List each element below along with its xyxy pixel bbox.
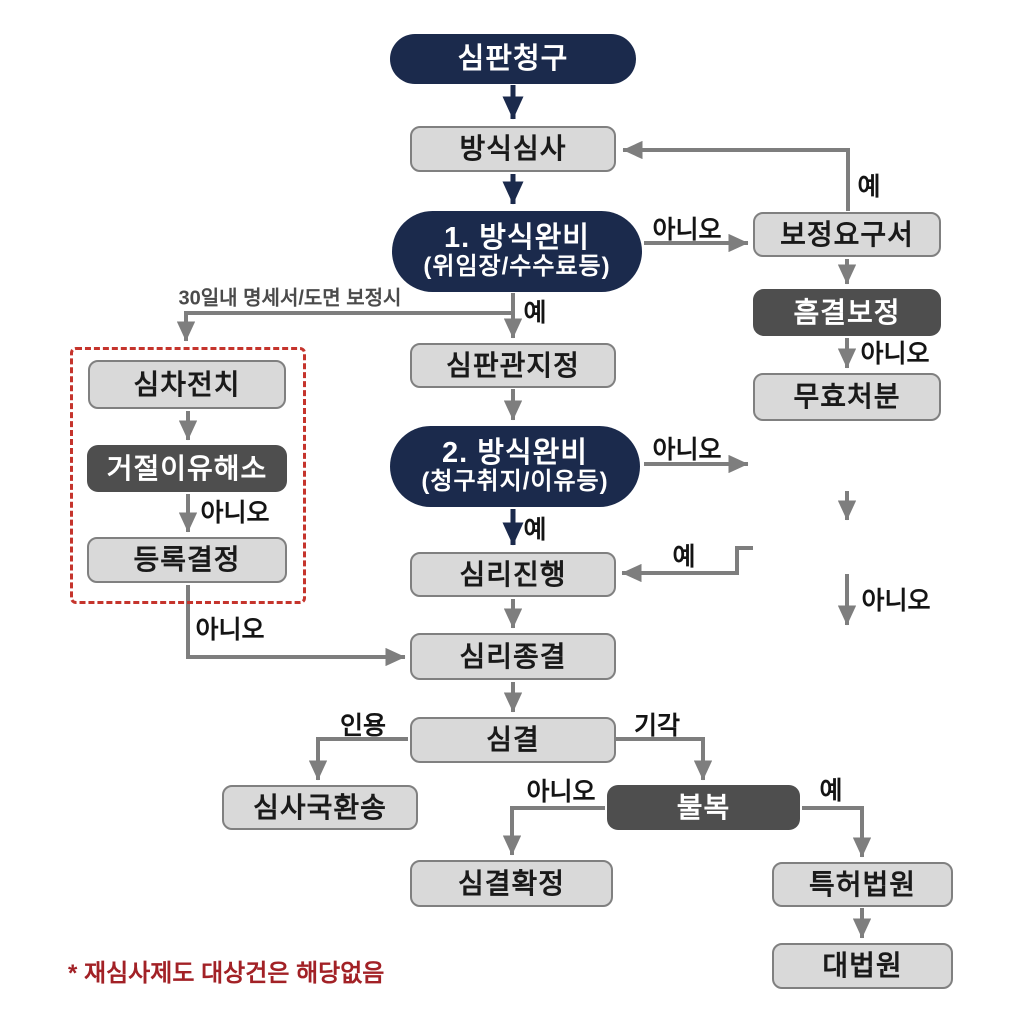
node-label: 흠결보정	[793, 296, 901, 328]
node-defect-correction-1: 흠결보정	[753, 289, 941, 336]
node-invalidation-disposal: 무효처분	[753, 373, 941, 421]
edge-label-defect2-yes: 예	[672, 543, 696, 571]
amendment-note: 30일내 명세서/도면 보정시	[178, 287, 402, 310]
node-correction-request-1: 보정요구서	[753, 212, 941, 257]
edge-decision-accepted	[308, 737, 408, 781]
node-label: 1. 방식완비	[444, 221, 590, 254]
edge-label-rejected: 기각	[633, 712, 681, 740]
node-rejection-reason-resolved: 거절이유해소	[87, 445, 287, 492]
node-trial-request: 심판청구	[390, 34, 636, 84]
edge-label-rejection-no: 아니오	[200, 499, 270, 527]
node-trial-proceeding: 심리진행	[410, 552, 616, 597]
edge-label-appeal-yes: 예	[819, 777, 843, 805]
edge-defect2-yes	[621, 546, 753, 583]
node-trial-closing: 심리종결	[410, 633, 616, 680]
edge-amendment-branch	[176, 311, 513, 342]
node-label: 심리진행	[459, 558, 567, 590]
edge-label-correction1-yes: 예	[857, 173, 881, 201]
node-sublabel: (청구취지/이유등)	[421, 468, 609, 496]
footnote: * 재심사제도 대상건은 해당없음	[68, 960, 385, 987]
edge-label-accepted: 인용	[339, 712, 387, 740]
node-label: 방식심사	[459, 133, 567, 165]
node-label: 심판관지정	[446, 349, 580, 381]
node-patent-court: 특허법원	[772, 862, 953, 907]
edge-label-defect2-no: 아니오	[861, 587, 931, 615]
node-label: 등록결정	[133, 544, 241, 576]
edge-label-pretrial-no: 아니오	[195, 616, 265, 644]
node-judge-assignment: 심판관지정	[410, 343, 616, 388]
node-label: 심차전치	[133, 368, 241, 400]
node-label: 심리종결	[459, 640, 567, 672]
node-label: 보정요구서	[780, 218, 914, 250]
node-label: 거절이유해소	[106, 452, 268, 484]
node-label: 무효처분	[793, 381, 901, 413]
node-formality-complete-2: 2. 방식완비 (청구취지/이유등)	[390, 426, 640, 507]
node-label: 불복	[676, 791, 731, 823]
node-sublabel: (위임장/수수료등)	[423, 253, 611, 281]
node-pretrial-examination: 심차전치	[88, 360, 286, 409]
node-label: 심결확정	[457, 867, 566, 899]
node-label: 심판청구	[457, 42, 569, 75]
edge-decision-rejected	[615, 737, 713, 781]
node-registration-decision: 등록결정	[87, 537, 287, 583]
node-supreme-court: 대법원	[772, 943, 953, 989]
edge-label-defect1-no: 아니오	[860, 340, 930, 368]
edge-label-formality2-no: 아니오	[652, 436, 722, 464]
edge-appeal-yes	[802, 806, 872, 858]
node-appeal: 불복	[607, 785, 800, 830]
edge-pretrial-no-to-closing	[186, 585, 406, 667]
edge-label-formality2-yes: 예	[523, 516, 547, 544]
node-formality-check: 방식심사	[410, 126, 616, 172]
node-label: 2. 방식완비	[442, 436, 588, 469]
edge-label-formality1-no: 아니오	[652, 216, 722, 244]
node-label: 대법원	[822, 950, 903, 982]
node-return-to-examination: 심사국환송	[222, 785, 418, 830]
pretrial-dashed-region	[70, 347, 306, 604]
edge-correction1-yes-feedback	[622, 140, 850, 211]
edge-label-formality1-yes: 예	[523, 299, 547, 327]
edge-label-appeal-no: 아니오	[526, 778, 596, 806]
node-label: 특허법원	[808, 868, 917, 900]
node-label: 심사국환송	[253, 791, 387, 823]
node-trial-decision: 심결	[410, 717, 616, 763]
node-formality-complete-1: 1. 방식완비 (위임장/수수료등)	[392, 211, 642, 292]
edge-appeal-no	[502, 806, 605, 856]
node-label: 심결	[486, 724, 540, 756]
node-decision-final: 심결확정	[410, 860, 613, 907]
